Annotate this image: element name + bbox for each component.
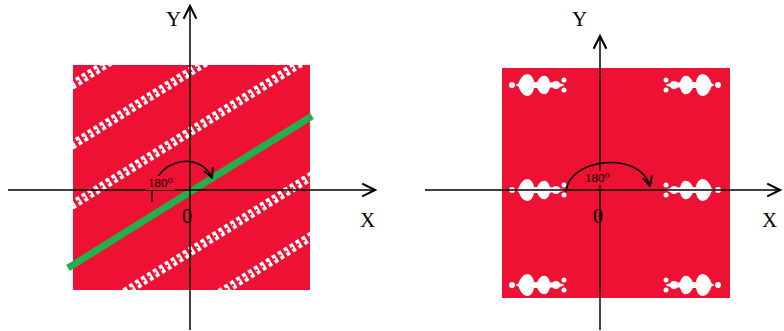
origin-label: 0 xyxy=(182,205,192,227)
fabric-left xyxy=(0,0,400,331)
axes xyxy=(8,6,780,330)
axis-label: Y xyxy=(166,8,181,31)
axis-label: Y xyxy=(572,8,587,31)
fabric-right xyxy=(502,68,730,298)
rotation-arrow xyxy=(152,161,650,202)
axis-label: X xyxy=(360,209,375,232)
origin-label: 0 xyxy=(593,205,603,227)
angle-label: 180⁰ xyxy=(583,171,612,185)
axis-label: X xyxy=(762,209,777,232)
angle-label: 180⁰ xyxy=(146,176,175,190)
